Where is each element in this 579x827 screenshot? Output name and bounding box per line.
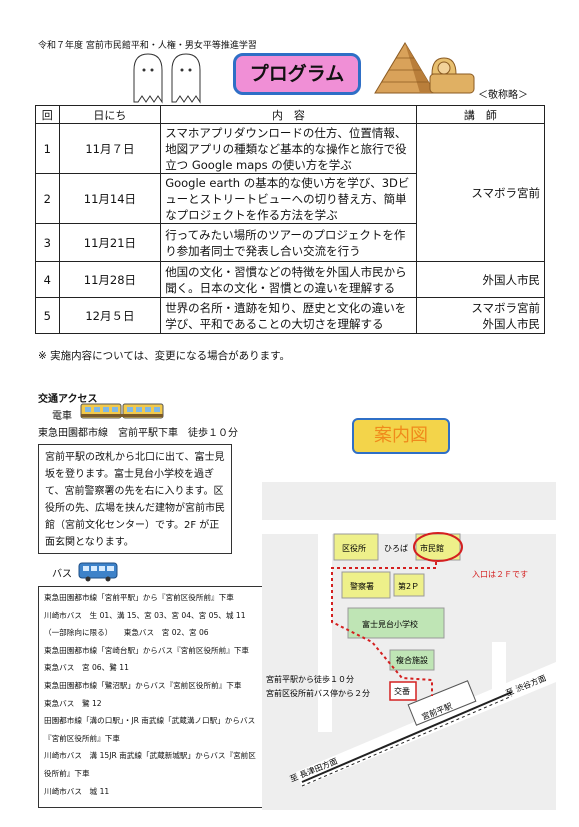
row-content: 他国の文化・習慣などの特徴を外国人市民から聞く。日本の文化・習慣との違いを理解す… — [160, 261, 417, 298]
label-koban: 交番 — [394, 686, 410, 696]
row-date: 11月28日 — [58, 261, 162, 298]
school-building — [347, 607, 445, 639]
civic-hall-highlight — [413, 532, 463, 562]
row-no: 1 — [35, 123, 60, 174]
row-lecturer: スマボラ宮前 — [415, 123, 546, 262]
row-lecturer: 外国人市民 — [415, 261, 546, 298]
row-no: 4 — [35, 261, 60, 298]
bus-icon — [78, 562, 118, 582]
row-content: スマホアプリダウンロードの仕方、位置情報、地図アプリの種類など基本的な操作と旅行… — [160, 123, 417, 174]
bus-line: 東急田園都市線「宮前平駅」から『宮前区役所前』下車 — [44, 593, 234, 602]
row-no: 3 — [35, 223, 60, 262]
walking-route — [331, 562, 437, 696]
bus-line: 川崎市バス 城 11 — [44, 786, 110, 796]
row-date: 12月５日 — [58, 297, 162, 334]
road-right — [492, 642, 506, 692]
header-no: 回 — [35, 105, 60, 124]
row-content: 行ってみたい場所のツアーのプロジェクトを作り参加者同士で発表し合い交流を行う — [160, 223, 417, 262]
row-date: 11月21日 — [58, 223, 162, 262]
label-police: 警察署 — [350, 581, 374, 591]
table-row: 5 12月５日 世界の名所・遺跡を知り、歴史と文化の違いを学び、平和であることの… — [35, 297, 546, 334]
program-title: プログラム — [233, 53, 361, 95]
honorific-note: ＜敬称略＞ — [478, 90, 528, 101]
pyramid-sphinx-illustration — [374, 42, 475, 94]
label-entrance: 入口は２Ｆです — [472, 570, 528, 579]
header-date: 日にち — [58, 105, 162, 124]
table-row: 4 11月28日 他国の文化・習慣などの特徴を外国人市民から聞く。日本の文化・習… — [35, 261, 546, 298]
row-date: 11月７日 — [58, 123, 162, 174]
change-note: ※ 実施内容については、変更になる場合があります。 — [38, 350, 291, 362]
bus-line: 川崎市バス 溝 15JR 南武線「武蔵新城駅」からバス『宮前区役所前』下車 — [44, 751, 256, 778]
train-route: 東急田園都市線 宮前平駅下車 徒歩１０分 — [38, 428, 238, 439]
station-building — [407, 680, 477, 726]
bus-line: 東急田園都市線「宮崎台駅」からバス『宮前区役所前』下車 — [44, 645, 250, 655]
label-plaza: ひろば — [384, 544, 408, 553]
header-content: 内 容 — [160, 105, 417, 124]
table-header-row: 回 日にち 内 容 講 師 — [35, 105, 546, 124]
label-ward-office: 区役所 — [342, 543, 366, 553]
label-complex: 複合施設 — [396, 655, 428, 665]
bus-line: 田園都市線「溝の口駅」・JR 南武線「武蔵溝ノ口駅」からバス『宮前区役所前』下車 — [44, 716, 256, 743]
table-row: 1 11月７日 スマホアプリダウンロードの仕方、位置情報、地図アプリの種類など基… — [35, 123, 546, 262]
road-top — [262, 520, 556, 534]
label-school: 富士見台小学校 — [362, 619, 418, 629]
row-content: Google earth の基本的な使い方を学び、3Dビューとストリートビューへ… — [160, 173, 417, 224]
railway-ties — [301, 695, 513, 787]
bus-routes-box: 東急田園都市線「宮前平駅」から『宮前区役所前』下車 川崎市バス 生 01、溝 1… — [38, 586, 264, 808]
access-title: 交通アクセス — [38, 394, 98, 405]
police-building — [341, 571, 391, 599]
bus-line: 東急田園都市線「鷺沼駅」からバス『宮前区役所前』下車 — [44, 680, 242, 690]
koban-building — [389, 681, 417, 701]
row-no: 5 — [35, 297, 60, 334]
bus-line: （一部除向に限る） 東急バス 宮 02、宮 06 — [44, 628, 209, 638]
row-content: 世界の名所・遺跡を知り、歴史と文化の違いを学び、平和であることの大切さを理解する — [160, 297, 417, 334]
road-vertical — [318, 532, 332, 732]
map-area: 区役所 ひろば 市民館 入口は２Ｆです 警察署 第2Ｐ 富士見台小学校 複合施設… — [262, 482, 556, 810]
train-label: 電車 — [52, 411, 72, 422]
ward-office-building — [333, 533, 379, 561]
bus-line: 東急バス 宮 06、鷺 11 — [44, 663, 129, 673]
bus-line: 川崎市バス 生 01、溝 15、宮 03、宮 04、宮 05、城 11 — [44, 610, 246, 620]
map-title: 案内図 — [352, 418, 450, 454]
row-lecturer: スマボラ宮前 外国人市民 — [415, 297, 546, 334]
label-walk: 宮前平駅から徒歩１０分 — [266, 674, 354, 684]
bus-label: バス — [52, 569, 72, 580]
complex-building — [389, 649, 435, 671]
train-icon — [80, 403, 164, 419]
label-civic-hall: 市民館 — [420, 543, 444, 553]
map-drawing: 区役所 ひろば 市民館 入口は２Ｆです 警察署 第2Ｐ 富士見台小学校 複合施設… — [262, 520, 556, 787]
row-date: 11月14日 — [58, 173, 162, 224]
row-no: 2 — [35, 173, 60, 224]
table-row: 2 11月14日 Google earth の基本的な使い方を学び、3Dビューと… — [35, 173, 545, 224]
bus-line: 東急バス 鷺 12 — [44, 698, 102, 708]
parking-2 — [393, 573, 425, 597]
header-lecturer: 講 師 — [415, 105, 546, 124]
directions-box: 宮前平駅の改札から北口に出て、富士見坂を登ります。富士見台小学校を過ぎて、宮前警… — [38, 444, 232, 554]
label-bus-stop: 宮前区役所前バス停から２分 — [266, 688, 370, 698]
ghost-illustration — [133, 53, 201, 104]
program-table: 回 日にち 内 容 講 師 1 11月７日 スマホアプリダウンロードの仕方、位置… — [35, 105, 546, 334]
label-parking-2: 第2Ｐ — [398, 581, 419, 591]
header-subtitle: 令和７年度 宮前市民館平和・人権・男女平等推進学習 — [38, 41, 257, 51]
railway-line — [301, 691, 513, 783]
